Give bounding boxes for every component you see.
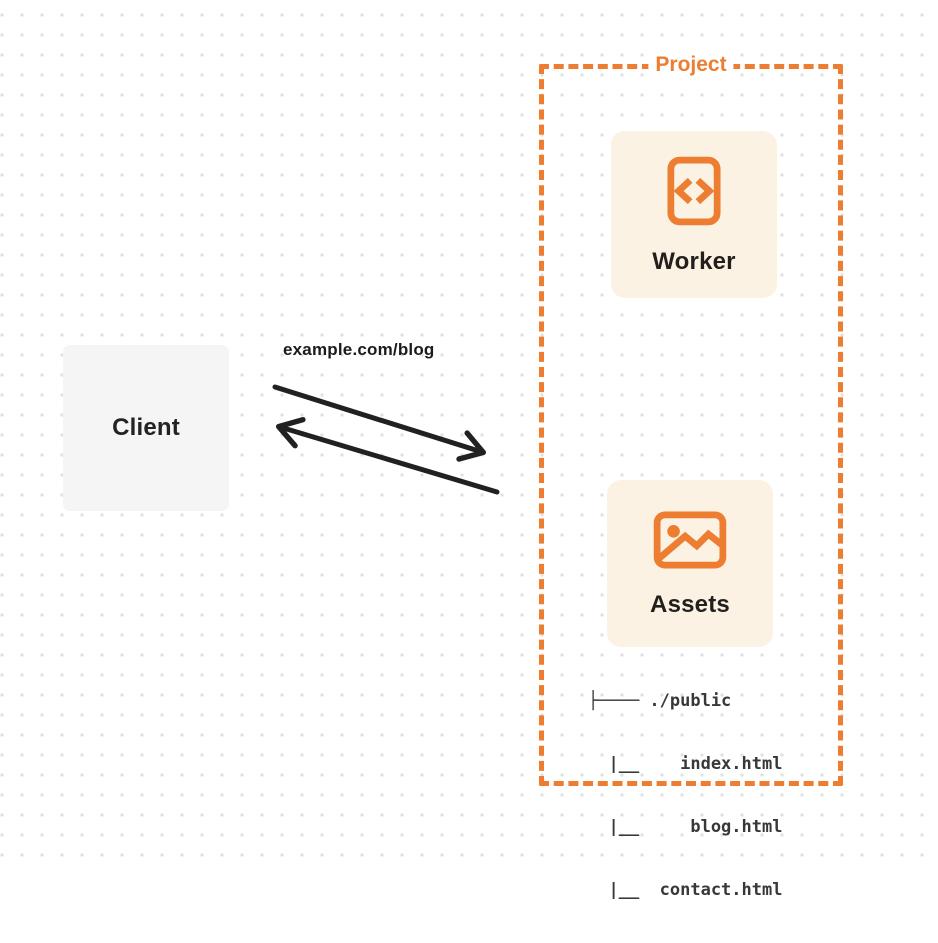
worker-label: Worker bbox=[652, 247, 736, 275]
request-url-label: example.com/blog bbox=[283, 340, 435, 359]
project-boundary: Project Worker Assets ├──── ./public |__… bbox=[539, 52, 843, 900]
worker-node: Worker bbox=[611, 131, 777, 298]
project-label: Project bbox=[648, 52, 734, 78]
client-label: Client bbox=[112, 414, 180, 441]
client-node: Client bbox=[63, 345, 229, 511]
assets-label: Assets bbox=[650, 590, 730, 618]
assets-file-tree: ├──── ./public |__ index.html |__ blog.h… bbox=[588, 649, 782, 943]
diagram-canvas: Client example.com/blog Project Worker A… bbox=[0, 0, 938, 900]
tree-line-blog: |__ blog.html bbox=[588, 817, 783, 837]
image-icon bbox=[653, 510, 727, 569]
code-file-icon bbox=[667, 156, 721, 225]
assets-node: Assets bbox=[607, 480, 773, 647]
tree-line-public: ├──── ./public bbox=[588, 691, 732, 711]
tree-line-contact: |__ contact.html bbox=[588, 880, 783, 900]
tree-line-index: |__ index.html bbox=[588, 754, 783, 774]
request-arrow bbox=[272, 384, 487, 462]
response-arrow bbox=[275, 416, 500, 495]
